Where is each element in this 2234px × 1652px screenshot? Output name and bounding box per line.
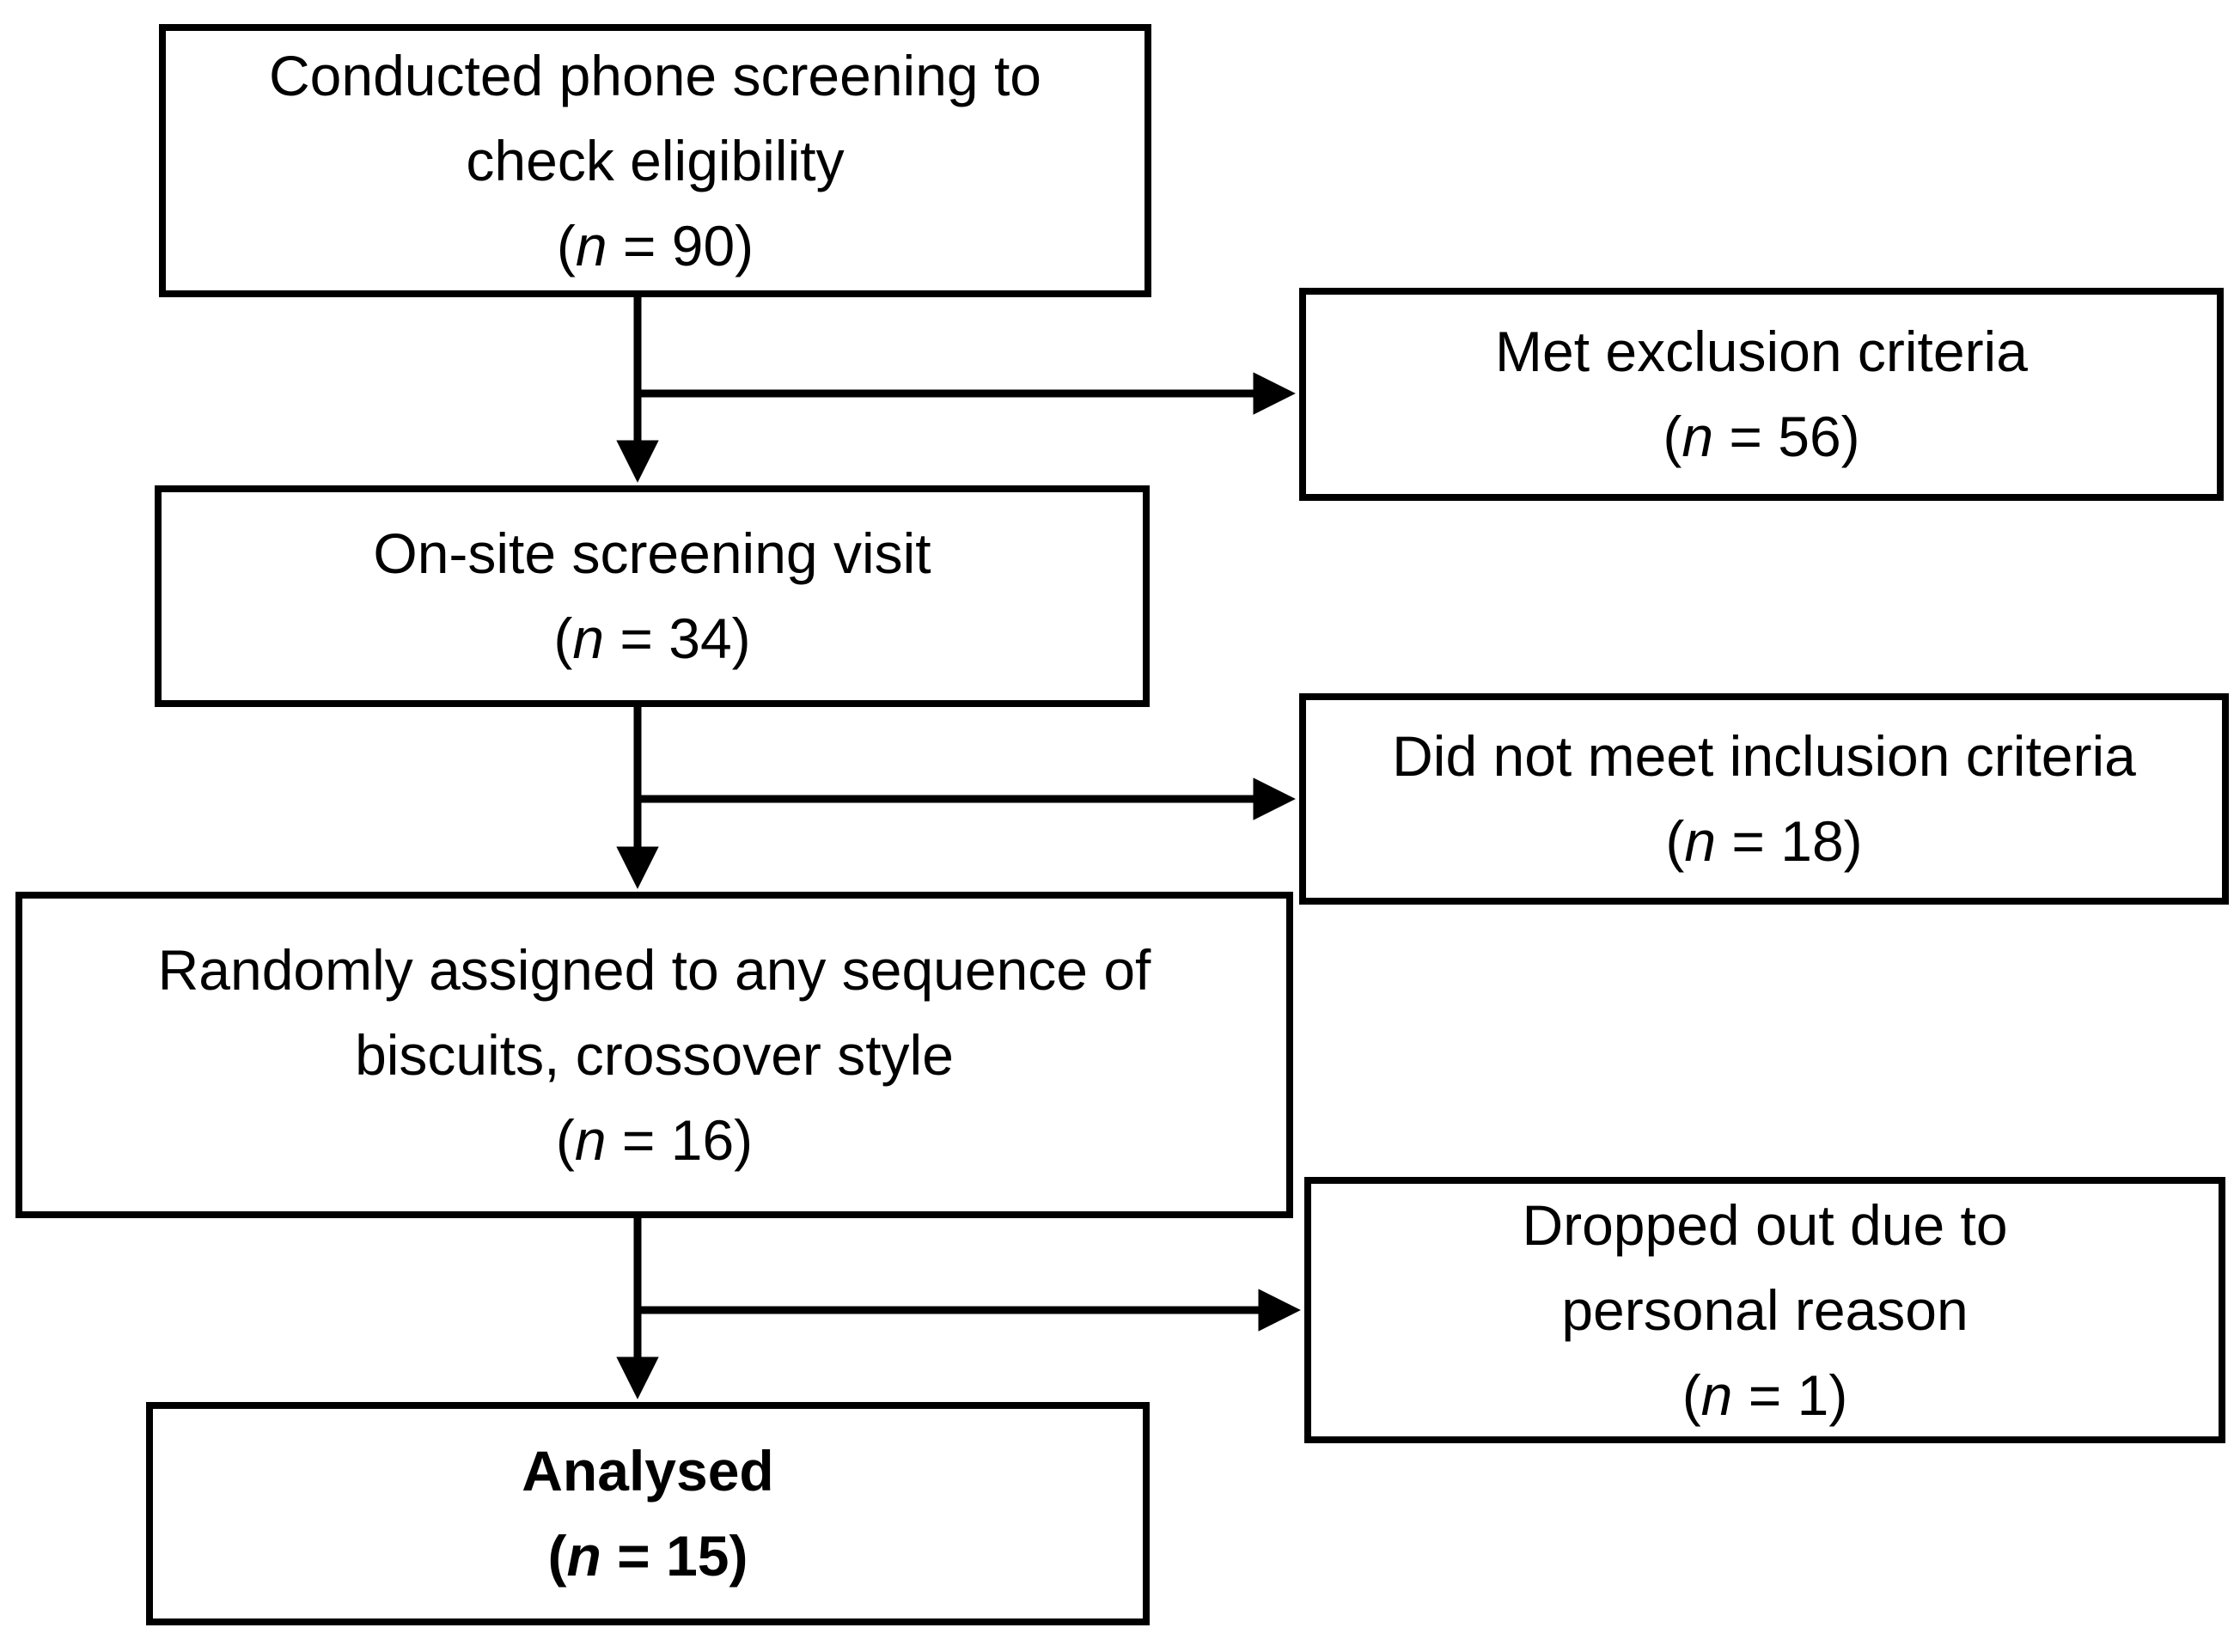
box-text: Randomly assigned to any sequence of [157,937,1151,1002]
box-text: Analysed [522,1439,774,1503]
flow-box-dropped-out: Dropped out due to personal reason (n = … [1304,1177,2225,1443]
n-count: (n = 56) [1663,405,1860,468]
n-value: 90 [671,213,736,277]
n-count: (n = 15) [547,1524,748,1588]
box-text: Met exclusion criteria [1495,320,2028,383]
flow-box-onsite-screening: On-site screening visit (n = 34) [155,485,1150,707]
flow-box-randomized: Randomly assigned to any sequence of bis… [15,892,1293,1218]
box-text: personal reason [1561,1277,1968,1342]
flow-box-phone-screening: Conducted phone screening to check eligi… [159,24,1151,297]
flow-box-analysed: Analysed (n = 15) [146,1402,1150,1625]
n-value: 34 [668,607,732,670]
box-text: Dropped out due to [1522,1192,2008,1257]
n-count: (n = 34) [553,607,751,670]
box-text: On-site screening visit [373,521,931,585]
flow-box-met-exclusion: Met exclusion criteria (n = 56) [1299,288,2224,501]
n-count: (n = 1) [1682,1362,1848,1427]
n-value: 56 [1778,405,1841,468]
n-value: 18 [1780,809,1844,873]
n-value: 16 [670,1107,735,1172]
box-text: Did not meet inclusion criteria [1392,724,2136,788]
n-count: (n = 16) [555,1107,754,1172]
box-text: biscuits, crossover style [355,1022,954,1087]
n-value: 1 [1797,1362,1829,1427]
flow-box-not-meet-inclusion: Did not meet inclusion criteria (n = 18) [1299,693,2229,905]
n-count: (n = 90) [556,213,754,277]
box-text: Conducted phone screening to [269,43,1041,107]
n-count: (n = 18) [1665,809,1863,873]
box-text: check eligibility [466,128,845,192]
n-value: 15 [666,1524,729,1588]
